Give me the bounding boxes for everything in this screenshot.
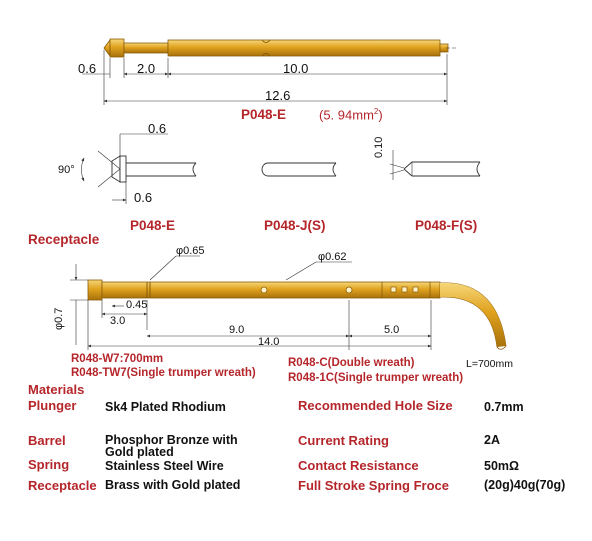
probe-caption-size: (5. 94mm2) [319,107,383,123]
spec-value-hole-size: 0.7mm [484,400,524,414]
dim-d045: 0.45 [126,299,148,311]
spec-value-plunger: Sk4 Plated Rhodium [105,400,226,414]
spec-value-receptacle: Brass with Gold plated [105,478,241,492]
spec-key-plunger: Plunger [28,398,77,413]
probe-caption-code: P048-E [241,107,287,122]
dim-total: 12.6 [265,88,291,103]
probe-top-drawing [82,38,456,105]
spec-key-receptacle: Receptacle [28,478,97,493]
spec-key-spring: Spring [28,457,70,472]
spec-key-current: Current Rating [298,433,389,448]
dim-head: 2.0 [137,61,156,76]
probe-top-head [109,38,125,58]
tip-f-drawing [389,150,481,180]
spec-value-current: 2A [484,433,500,447]
tip-f-dim: 0.10 [373,136,385,158]
dim-d07: φ0.7 [53,307,65,330]
dim-shaft: 10.0 [283,61,309,76]
probe-top-neck [123,42,169,54]
dim-d30: 3.0 [110,315,126,327]
spec-key-barrel: Barrel [28,433,66,448]
spec-key-resistance: Contact Resistance [298,458,419,473]
variant-w7: R048-W7:700mm [71,353,164,365]
variant-tw7: R048-TW7(Single trumper wreath) [71,367,256,379]
tip-f-label: P048-F(S) [415,218,478,233]
dim-d50: 5.0 [384,324,400,336]
tip-e-dim-top: 0.6 [148,121,167,136]
receptacle-title: Receptacle [28,232,100,247]
variant-c: R048-C(Double wreath) [288,357,415,369]
spec-value-resistance: 50mΩ [484,459,520,473]
spec-value-barrel: Phosphor Bronze with [105,433,238,447]
tip-e-dim-bottom: 0.6 [134,190,153,205]
probe-top-tip [103,38,111,58]
tip-j-label: P048-J(S) [264,218,326,233]
spec-key-spring-force: Full Stroke Spring Froce [298,478,449,493]
tip-e-label: P048-E [130,218,176,233]
probe-top-crimp [261,39,271,57]
tip-j-drawing [261,162,337,177]
spec-value-spring-force: (20g)40g(70g) [484,478,566,492]
spec-value-barrel-2: Gold plated [105,445,174,459]
dim-d140: 14.0 [258,336,280,348]
tip-e-drawing [81,133,197,204]
dim-d065: φ0.65 [176,245,205,257]
materials-title: Materials [28,382,85,397]
spec-value-spring: Stainless Steel Wire [105,459,224,473]
dim-d90: 9.0 [229,324,245,336]
dim-d062: φ0.62 [318,251,347,263]
tip-e-angle: 90° [58,164,75,176]
receptacle-drawing [70,255,507,350]
variant-c1: R048-1C(Single trumper wreath) [288,372,464,384]
probe-top-barrel [167,39,441,57]
dim-tip: 0.6 [78,61,97,76]
variant-length: L=700mm [466,358,513,370]
spec-key-hole-size: Recommended Hole Size [298,398,453,413]
